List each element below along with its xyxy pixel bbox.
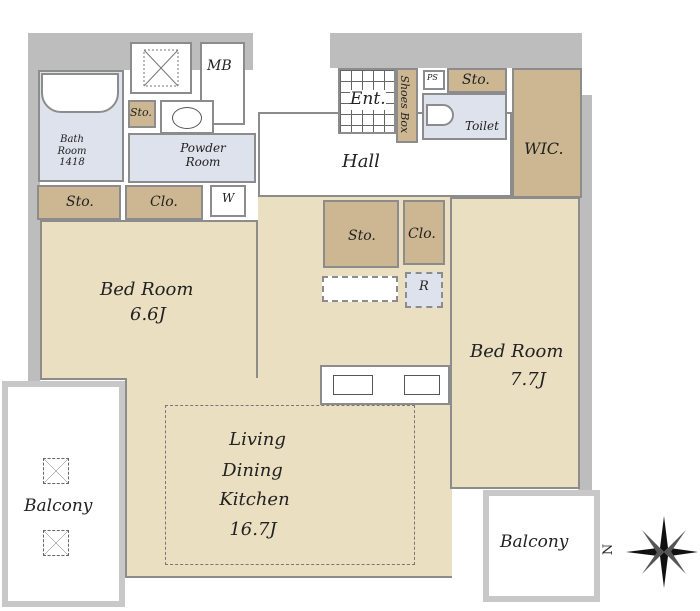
powder-room	[128, 133, 256, 183]
wic-label: WIC.	[524, 139, 564, 158]
bed-room-1-size: 6.6J	[130, 304, 166, 325]
walk-in-closet	[512, 68, 582, 198]
sto-small-label: Sto.	[130, 106, 152, 119]
kitchen-sink-icon	[333, 375, 373, 395]
refrigerator-label: R	[419, 279, 429, 294]
bed-room-2-label: Bed Room	[470, 341, 564, 362]
ldk-size: 16.7J	[229, 519, 277, 540]
compass-icon	[626, 516, 698, 588]
ldk-label-kitchen: Kitchen	[219, 489, 290, 510]
wall-left	[28, 33, 40, 385]
sink	[160, 100, 214, 134]
storage-middle	[323, 200, 399, 268]
bathtub	[41, 73, 119, 113]
washer-space	[210, 185, 246, 217]
stove-icon	[404, 375, 440, 395]
clo-left-label: Clo.	[150, 194, 178, 210]
pipe-space	[423, 70, 445, 90]
sto-middle-label: Sto.	[348, 228, 376, 244]
balcony-right	[483, 490, 600, 602]
bed-room-2-size: 7.7J	[510, 369, 546, 390]
ent-label: Ent.	[350, 89, 386, 110]
balcony-right-label: Balcony	[500, 532, 569, 552]
storage-toilet	[447, 68, 507, 93]
living-dining-kitchen	[125, 378, 452, 578]
sto-left-label: Sto.	[66, 194, 94, 210]
shaft	[130, 42, 192, 94]
shoes-box	[396, 68, 418, 143]
mb-label: MB	[207, 58, 232, 74]
refrigerator-space	[405, 272, 443, 308]
ps-label: PS	[427, 73, 438, 82]
closet-middle	[403, 200, 445, 265]
shaft-x-icon	[143, 49, 179, 87]
wall-top-right	[330, 33, 580, 68]
closet-left	[125, 185, 203, 220]
balcony-left	[2, 381, 125, 607]
storage-small	[128, 100, 156, 128]
balcony-left-label: Balcony	[24, 496, 93, 516]
sink-bowl-icon	[172, 107, 202, 129]
toilet-bowl-icon	[426, 104, 454, 126]
kitchen-counter	[320, 365, 450, 405]
washer-label: W	[222, 191, 235, 205]
hatch-icon	[43, 458, 69, 484]
clo-middle-label: Clo.	[408, 226, 436, 242]
powder-room-label: Powder Room	[180, 141, 226, 169]
compass-north-label: N	[601, 543, 617, 556]
ldk-ceiling-outline	[165, 405, 415, 565]
counter-upper	[322, 276, 398, 302]
ldk-label-living: Living	[229, 429, 286, 450]
hall-label: Hall	[342, 151, 380, 172]
ldk-label-dining: Dining	[222, 460, 283, 481]
bed-room-1-label: Bed Room	[100, 279, 194, 300]
hatch-icon	[43, 530, 69, 556]
bath-room-label: Bath Room 1418	[57, 134, 87, 168]
bed-room-2	[450, 197, 580, 489]
shoes-box-label: Shoes Box	[398, 75, 412, 134]
sto-toilet-label: Sto.	[462, 72, 490, 88]
storage-left	[37, 185, 121, 220]
toilet-label: Toilet	[465, 119, 499, 133]
